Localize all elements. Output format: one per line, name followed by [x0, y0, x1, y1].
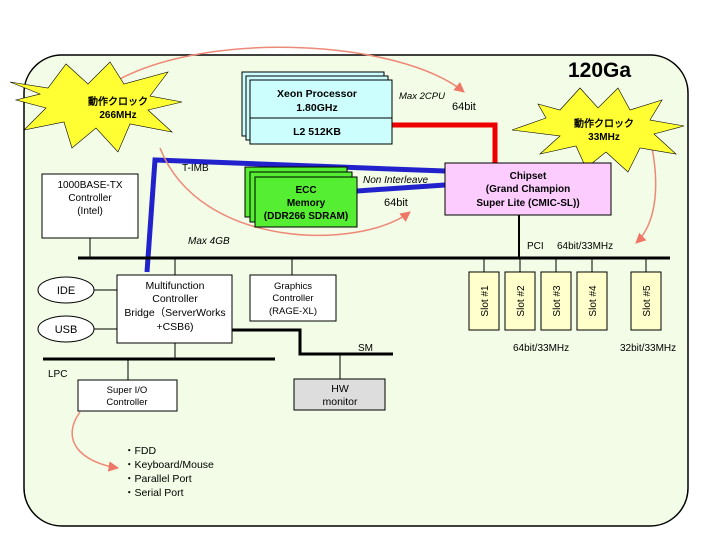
slot-3	[540, 271, 572, 331]
chipset-line3: Super Lite (CMIC-SL))	[476, 198, 579, 209]
cpu-bus-line	[392, 122, 498, 163]
graphics-controller-block	[249, 274, 337, 322]
usb-label: USB	[55, 324, 78, 336]
graphics-line1: Graphics	[274, 281, 312, 292]
slot-2	[504, 271, 536, 331]
lan-line3: (Intel)	[77, 206, 103, 217]
ide-label: IDE	[57, 285, 75, 297]
hw-monitor-block	[293, 378, 386, 411]
memory-max: Max 4GB	[188, 236, 230, 247]
clock-arrow-memory	[159, 147, 411, 237]
slot-1-label: Slot #1	[480, 285, 491, 317]
slot-speed-5: 32bit/33MHz	[620, 343, 676, 354]
timb-label: T-IMB	[182, 163, 209, 174]
sm-bus-line	[232, 328, 393, 356]
mfc-line2: Controller	[152, 293, 198, 305]
processor-name: Xeon Processor	[277, 88, 357, 100]
mfc-line1: Multifunction	[146, 280, 205, 292]
slot-2-label: Slot #2	[516, 285, 527, 317]
chipset-block	[444, 162, 612, 216]
slot-connectors	[483, 258, 647, 272]
clock-burst-right-line2: 33MHz	[588, 132, 620, 143]
lan-controller-block	[41, 173, 139, 239]
graphics-line2: Controller	[272, 293, 313, 304]
sm-label: SM	[358, 343, 373, 354]
processor-speed: 1.80GHz	[296, 102, 337, 114]
lan-line1: 1000BASE-TX	[57, 180, 122, 191]
slot-4-label: Slot #4	[588, 285, 599, 317]
pci-speed: 64bit/33MHz	[557, 241, 613, 252]
clock-burst-right-line1: 動作クロック	[574, 117, 634, 130]
processor-cache: L2 512KB	[293, 126, 341, 138]
lan-line2: Controller	[68, 193, 112, 204]
clock-burst-left	[9, 61, 183, 153]
multifunction-controller-block	[116, 274, 233, 344]
memory-block	[244, 166, 358, 228]
superio-line1: Super I/O	[107, 385, 148, 396]
graphics-line3: (RAGE-XL)	[269, 306, 317, 317]
chipset-line1: Chipset	[510, 171, 547, 182]
slot-4	[576, 271, 608, 331]
clock-burst-right	[511, 87, 685, 173]
port-item-serial: ・Serial Port	[124, 487, 184, 499]
slot-3-label: Slot #3	[552, 285, 563, 317]
chipset-line2: (Grand Champion	[486, 184, 570, 195]
memory-interleave: Non Interleave	[363, 175, 428, 186]
slot-1	[468, 271, 500, 331]
slot-5-label: Slot #5	[642, 285, 653, 317]
memory-line1: ECC	[295, 185, 316, 196]
slot-5	[630, 271, 662, 331]
lpc-label: LPC	[48, 369, 67, 380]
memory-bus-line	[356, 182, 446, 194]
hw-monitor-line2: monitor	[322, 396, 358, 408]
port-item-fdd: ・FDD	[124, 445, 156, 457]
board-title: 120Ga	[568, 59, 631, 82]
pci-label: PCI	[527, 241, 544, 252]
processor-block	[241, 71, 393, 145]
mfc-line3: Bridge（ServerWorks	[124, 307, 225, 319]
port-item-keyboard-mouse: ・Keyboard/Mouse	[124, 459, 214, 471]
superio-block	[77, 379, 178, 412]
hw-monitor-line1: HW	[331, 383, 349, 395]
memory-bus-width: 64bit	[384, 197, 408, 209]
processor-max-cpu: Max 2CPU	[399, 91, 445, 102]
port-item-parallel: ・Parallel Port	[124, 473, 192, 485]
clock-burst-left-line1: 動作クロック	[88, 95, 148, 108]
clock-arrow-cpu	[117, 46, 465, 93]
memory-line2: Memory	[287, 198, 326, 209]
timb-bus-line	[144, 157, 446, 273]
superio-arrow	[71, 411, 120, 472]
clock-burst-left-line2: 266MHz	[99, 110, 136, 121]
clock-arrow-pci	[635, 147, 657, 244]
mfc-line4: +CSB6)	[156, 321, 193, 333]
slot-speed-1-4: 64bit/33MHz	[513, 343, 569, 354]
memory-line3: (DDR266 SDRAM)	[264, 211, 348, 222]
superio-line2: Controller	[106, 397, 147, 408]
processor-bus-width: 64bit	[452, 101, 476, 113]
